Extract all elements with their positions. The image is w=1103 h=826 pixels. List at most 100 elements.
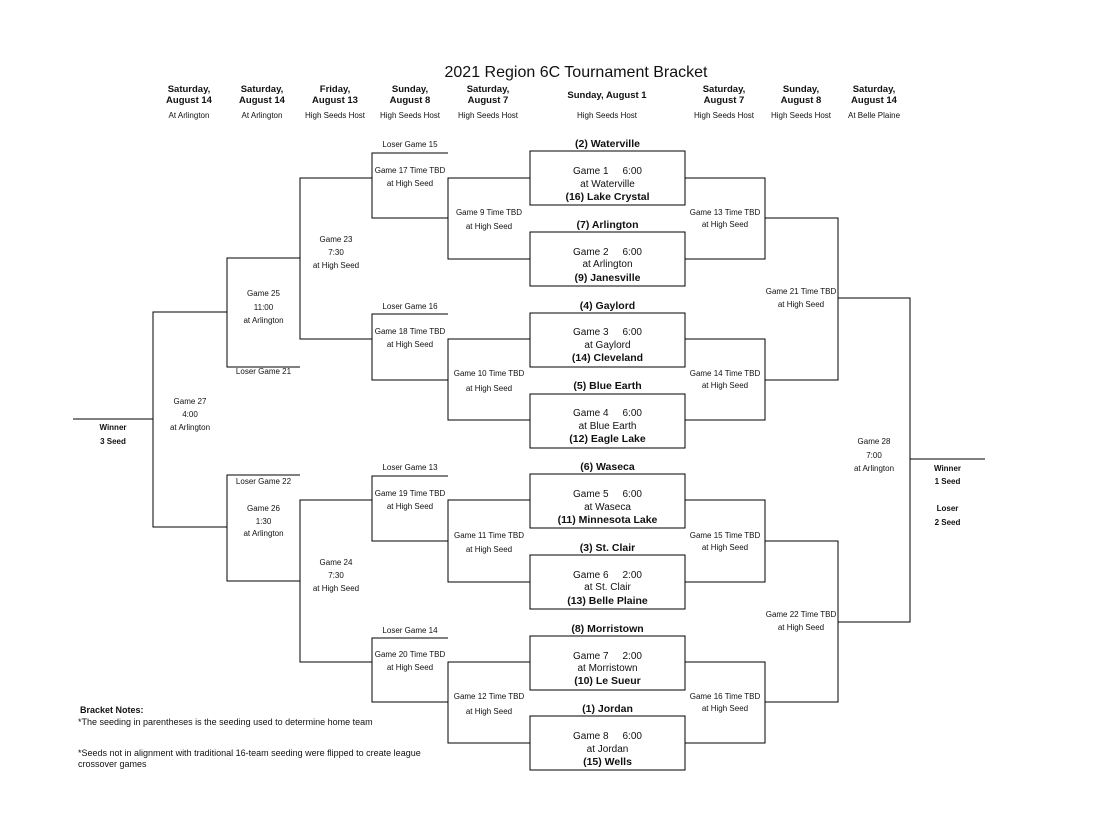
game-27-bracket (152, 311, 227, 528)
game-23-bracket (299, 177, 372, 340)
column-8-host: High Seeds Host (770, 111, 832, 120)
game-27-location: at Arlington (169, 423, 211, 432)
column-5-date: August 7 (467, 95, 509, 106)
column-2-host: At Arlington (241, 111, 283, 120)
game-2-bottom-team: (9) Janesville (574, 272, 641, 284)
page-title: 2021 Region 6C Tournament Bracket (444, 64, 708, 81)
game-25-loser-source: Loser Game 21 (235, 367, 292, 376)
game-8-bottom-team: (15) Wells (583, 756, 632, 768)
game-7-bottom-team: (10) Le Sueur (574, 675, 641, 687)
game-2-location: at Arlington (582, 259, 633, 270)
game-2-label: Game 2 6:00 (573, 247, 642, 258)
game-18-bracket (371, 313, 448, 381)
game-18-label: Game 18 Time TBD (374, 327, 446, 336)
game-28-label: Game 28 (857, 437, 891, 446)
column-1-date: August 14 (166, 95, 212, 106)
game-1-top-team: (2) Waterville (575, 138, 640, 150)
column-2-date: August 14 (239, 95, 285, 106)
game-7-box (529, 635, 686, 691)
game-25-location: at Arlington (243, 316, 284, 325)
column-7-host: High Seeds Host (693, 111, 755, 120)
third-place-seed-label: 3 Seed (100, 437, 126, 446)
game-1-location: at Waterville (580, 179, 635, 190)
game-10-location: at High Seed (465, 384, 513, 393)
game-6-top-team: (3) St. Clair (579, 542, 636, 554)
game-18-location: at High Seed (386, 340, 434, 349)
game-21-label: Game 21 Time TBD (765, 287, 837, 296)
game-5-label: Game 5 6:00 (573, 489, 642, 500)
bracket-notes-heading: Bracket Notes: (80, 705, 144, 715)
game-23-label: Game 23 (319, 235, 353, 244)
game-10-label: Game 10 Time TBD (453, 369, 525, 378)
game-4-top-team: (5) Blue Earth (573, 380, 642, 392)
game-15-label: Game 15 Time TBD (689, 531, 761, 540)
game-17-bracket (371, 152, 448, 219)
game-5-bottom-team: (11) Minnesota Lake (557, 514, 658, 526)
game-16-label: Game 16 Time TBD (689, 692, 761, 701)
game-8-box (529, 715, 686, 771)
game-20-location: at High Seed (386, 663, 434, 672)
game-26-bracket (226, 474, 300, 582)
game-19-label: Game 19 Time TBD (374, 489, 446, 498)
game-7-location: at Morristown (577, 663, 638, 674)
game-17-loser-source: Loser Game 15 (382, 140, 438, 149)
bracket-note-1: *The seeding in parentheses is the seedi… (78, 717, 373, 727)
game-12-bracket (447, 661, 530, 744)
champion-winner-label: Winner (933, 464, 962, 473)
game-12-location: at High Seed (465, 707, 513, 716)
game-28-bracket (838, 297, 911, 623)
game-15-location: at High Seed (701, 543, 749, 552)
game-27-time: 4:00 (182, 410, 198, 419)
game-18-loser-source: Loser Game 16 (382, 302, 438, 311)
game-25-bracket (226, 257, 300, 368)
column-6-host: High Seeds Host (576, 111, 638, 120)
game-8-top-team: (1) Jordan (582, 703, 633, 715)
column-8-date: August 8 (780, 95, 822, 106)
game-5-top-team: (6) Waseca (580, 461, 635, 473)
game-1-box (529, 150, 686, 206)
game-28-time: 7:00 (866, 451, 882, 460)
game-24-location: at High Seed (312, 584, 360, 593)
game-19-bracket (371, 475, 448, 542)
game-14-label: Game 14 Time TBD (689, 369, 761, 378)
game-19-loser-source: Loser Game 13 (382, 463, 438, 472)
bracket-note-2a: *Seeds not in alignment with traditional… (78, 748, 421, 758)
game-9-location: at High Seed (465, 222, 513, 231)
game-11-location: at High Seed (465, 545, 513, 554)
game-13-bracket (685, 177, 766, 260)
game-23-location: at High Seed (312, 261, 360, 270)
column-6-day: Sunday, August 1 (567, 90, 647, 101)
game-3-top-team: (4) Gaylord (579, 300, 636, 312)
game-3-label: Game 3 6:00 (573, 327, 642, 338)
column-8-day: Sunday, (782, 84, 820, 95)
column-4-host: High Seeds Host (379, 111, 441, 120)
game-17-location: at High Seed (386, 179, 434, 188)
column-1-day: Saturday, (167, 84, 211, 95)
game-24-bracket (299, 499, 372, 663)
game-26-loser-source: Loser Game 22 (235, 477, 292, 486)
game-13-location: at High Seed (701, 220, 749, 229)
game-2-top-team: (7) Arlington (576, 219, 639, 231)
column-4-date: August 8 (389, 95, 431, 106)
column-3-host: High Seeds Host (304, 111, 366, 120)
game-7-label: Game 7 2:00 (573, 651, 642, 662)
game-17-label: Game 17 Time TBD (374, 166, 446, 175)
game-6-box (529, 554, 686, 610)
runner-up-loser-label: Loser (936, 504, 959, 513)
bracket-note-2b: crossover games (78, 759, 147, 769)
column-3-date: August 13 (312, 95, 358, 106)
column-7-day: Saturday, (702, 84, 746, 95)
game-24-label: Game 24 (319, 558, 353, 567)
game-4-box (529, 393, 686, 449)
game-22-label: Game 22 Time TBD (765, 610, 837, 619)
game-11-bracket (447, 499, 530, 583)
game-6-location: at St. Clair (584, 582, 631, 593)
game-4-location: at Blue Earth (578, 421, 637, 432)
game-19-location: at High Seed (386, 502, 434, 511)
game-4-bottom-team: (12) Eagle Lake (569, 433, 646, 445)
game-26-label: Game 26 (247, 504, 280, 513)
game-23-time: 7:30 (328, 248, 344, 257)
game-20-loser-source: Loser Game 14 (382, 626, 438, 635)
game-10-bracket (447, 338, 530, 421)
game-21-location: at High Seed (777, 300, 825, 309)
